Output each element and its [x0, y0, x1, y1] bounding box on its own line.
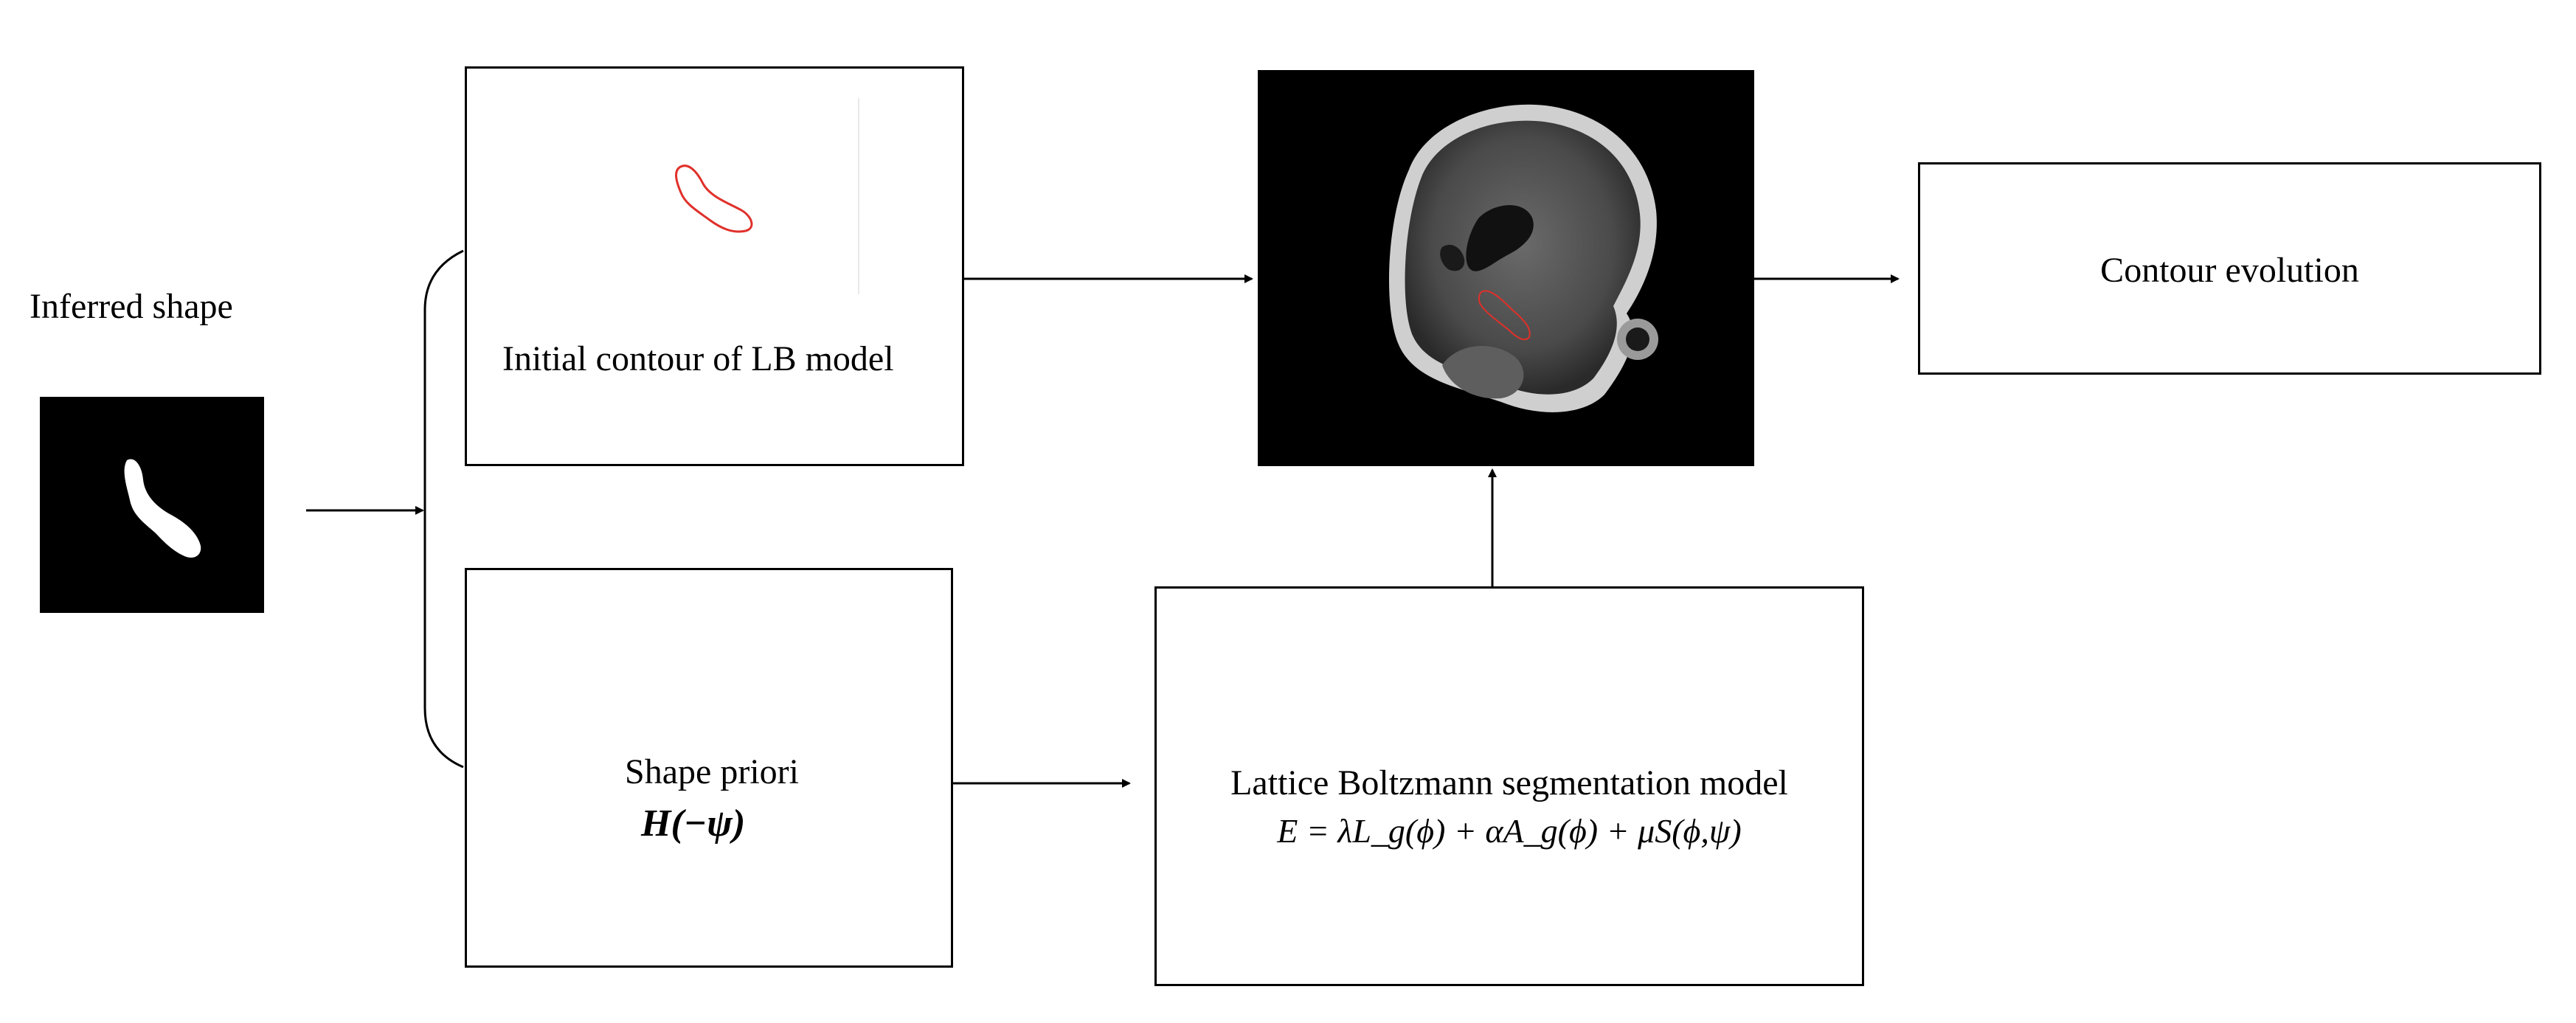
inferred-shape-title: Inferred shape	[30, 287, 233, 326]
inferred-shape-silhouette	[124, 459, 201, 558]
initial-contour-label: Initial contour of LB model	[502, 339, 894, 378]
shape-priori-box: Shape priori H(−ψ)	[465, 568, 953, 968]
initial-contour-box: Initial contour of LB model	[465, 66, 964, 466]
shape-priori-formula: H(−ψ)	[641, 802, 746, 845]
inferred-shape-image	[40, 397, 264, 613]
contour-evolution-box: Contour evolution	[1918, 162, 2541, 375]
lb-model-formula: E = λL_g(ϕ) + αA_g(ϕ) + μS(ϕ,ψ)	[1277, 812, 1742, 850]
lb-model-box: Lattice Boltzmann segmentation model E =…	[1154, 586, 1864, 986]
initial-contour-shape	[675, 164, 753, 233]
shape-priori-label: Shape priori	[625, 752, 799, 791]
brain-mri-illustration	[1389, 104, 1658, 412]
divider-line	[858, 98, 859, 294]
brain-mri-image	[1258, 70, 1754, 466]
lb-model-label: Lattice Boltzmann segmentation model	[1230, 763, 1788, 802]
contour-evolution-label: Contour evolution	[2100, 251, 2359, 290]
branch-bracket	[423, 249, 464, 769]
